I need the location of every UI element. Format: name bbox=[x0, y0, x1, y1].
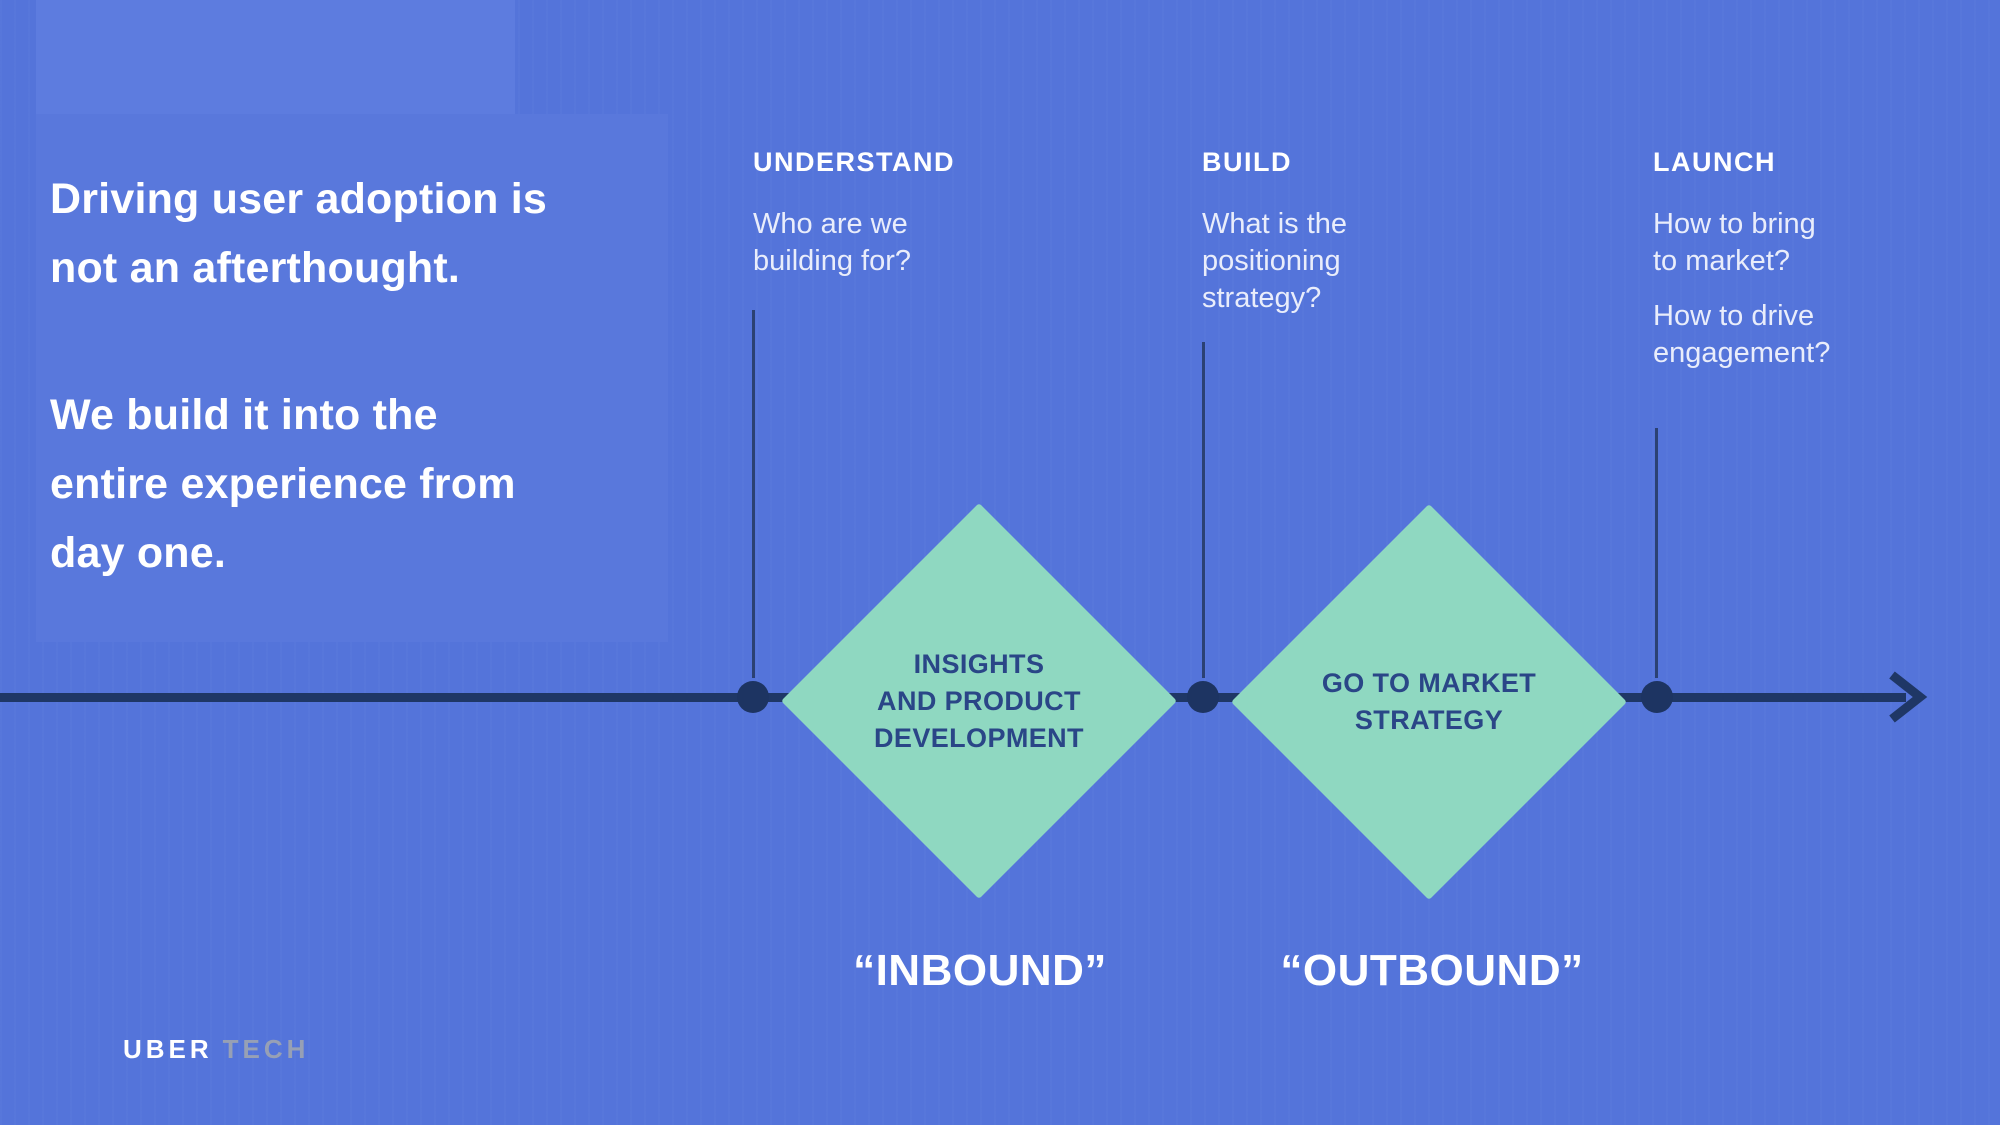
question-line: engagement? bbox=[1653, 337, 1831, 369]
phase-question: Who are we building for? bbox=[753, 206, 1013, 280]
phase-column-launch: LAUNCH How to bring to market? How to dr… bbox=[1653, 147, 1913, 390]
uber-wordmark: UBER bbox=[123, 1034, 213, 1064]
connector-line-build bbox=[1202, 342, 1205, 678]
question-line: Who are we bbox=[753, 208, 908, 240]
connector-line-understand bbox=[752, 310, 755, 678]
question-line: strategy? bbox=[1202, 282, 1322, 314]
connector-line-launch bbox=[1655, 428, 1658, 678]
phase-column-build: BUILD What is the positioning strategy? bbox=[1202, 147, 1462, 335]
phase-question: How to bring to market? bbox=[1653, 206, 1913, 280]
phase-title: BUILD bbox=[1202, 147, 1292, 177]
diamond-title-line: GO TO MARKET bbox=[1321, 668, 1537, 698]
headline-line: not an afterthought. bbox=[50, 244, 461, 292]
headline-line: Driving user adoption is bbox=[50, 175, 547, 223]
question-line: to market? bbox=[1653, 245, 1790, 277]
phase-question: What is the positioning strategy? bbox=[1202, 206, 1462, 317]
headline-line: entire experience from bbox=[50, 460, 516, 508]
phase-question: How to drive engagement? bbox=[1653, 298, 1913, 372]
phase-title: LAUNCH bbox=[1653, 147, 1776, 177]
phase-questions: How to bring to market? How to drive eng… bbox=[1653, 206, 1913, 372]
headline-paragraph-1: Driving user adoption is not an aftertho… bbox=[50, 165, 610, 303]
headline: Driving user adoption is not an aftertho… bbox=[50, 165, 610, 588]
phase-title: UNDERSTAND bbox=[753, 147, 955, 177]
intro-panel bbox=[36, 114, 668, 642]
diamond-title-outbound: GO TO MARKET STRATEGY bbox=[1231, 504, 1627, 900]
question-line: positioning bbox=[1202, 245, 1341, 277]
top-light-strip bbox=[36, 0, 515, 114]
diamond-title-line: STRATEGY bbox=[1354, 705, 1504, 735]
headline-line: day one. bbox=[50, 529, 227, 577]
timeline-dot bbox=[1641, 681, 1673, 713]
uber-tech-logo: UBER TECH bbox=[123, 1034, 309, 1065]
question-line: building for? bbox=[753, 245, 911, 277]
outbound-label: “OUTBOUND” bbox=[1280, 946, 1584, 995]
diamond-title-inbound: INSIGHTS AND PRODUCT DEVELOPMENT bbox=[781, 503, 1177, 899]
inbound-label: “INBOUND” bbox=[853, 946, 1107, 995]
phase-column-understand: UNDERSTAND Who are we building for? bbox=[753, 147, 1013, 298]
diamond-title-line: INSIGHTS bbox=[913, 648, 1045, 679]
diamond-title-line: AND PRODUCT bbox=[877, 685, 1081, 716]
question-line: How to drive bbox=[1653, 300, 1815, 332]
timeline-dot bbox=[737, 681, 769, 713]
arrow-right-icon bbox=[1886, 667, 1930, 732]
phase-questions: Who are we building for? bbox=[753, 206, 1013, 280]
timeline-dot bbox=[1187, 681, 1219, 713]
tech-label: TECH bbox=[222, 1034, 310, 1064]
diamond-title-line: DEVELOPMENT bbox=[874, 722, 1084, 753]
headline-line: We build it into the bbox=[50, 391, 438, 439]
phase-questions: What is the positioning strategy? bbox=[1202, 206, 1462, 317]
question-line: How to bring bbox=[1653, 208, 1816, 240]
headline-paragraph-2: We build it into the entire experience f… bbox=[50, 381, 610, 588]
question-line: What is the bbox=[1202, 208, 1348, 240]
